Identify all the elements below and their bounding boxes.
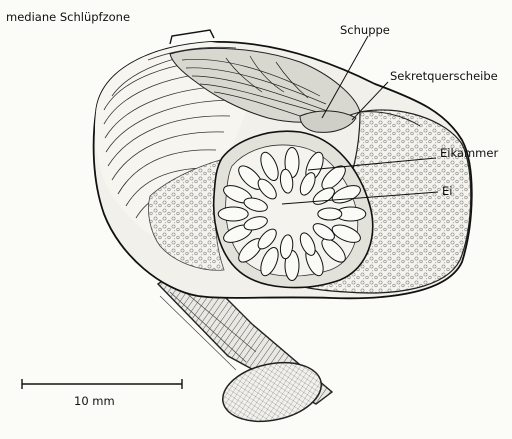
scale-bar (22, 379, 182, 389)
label-egg-chamber: Eikammer (440, 148, 498, 160)
label-scale: Schuppe (340, 25, 390, 37)
scale-bar-label: 10 mm (74, 396, 115, 408)
label-egg: Ei (442, 186, 452, 198)
egg-shape (218, 207, 248, 221)
twig-cut-end (217, 354, 326, 430)
egg-shape (318, 208, 342, 220)
label-secretion-disc: Sekretquerscheibe (390, 71, 498, 83)
label-hatch-zone: mediane Schlüpfzone (6, 12, 130, 24)
